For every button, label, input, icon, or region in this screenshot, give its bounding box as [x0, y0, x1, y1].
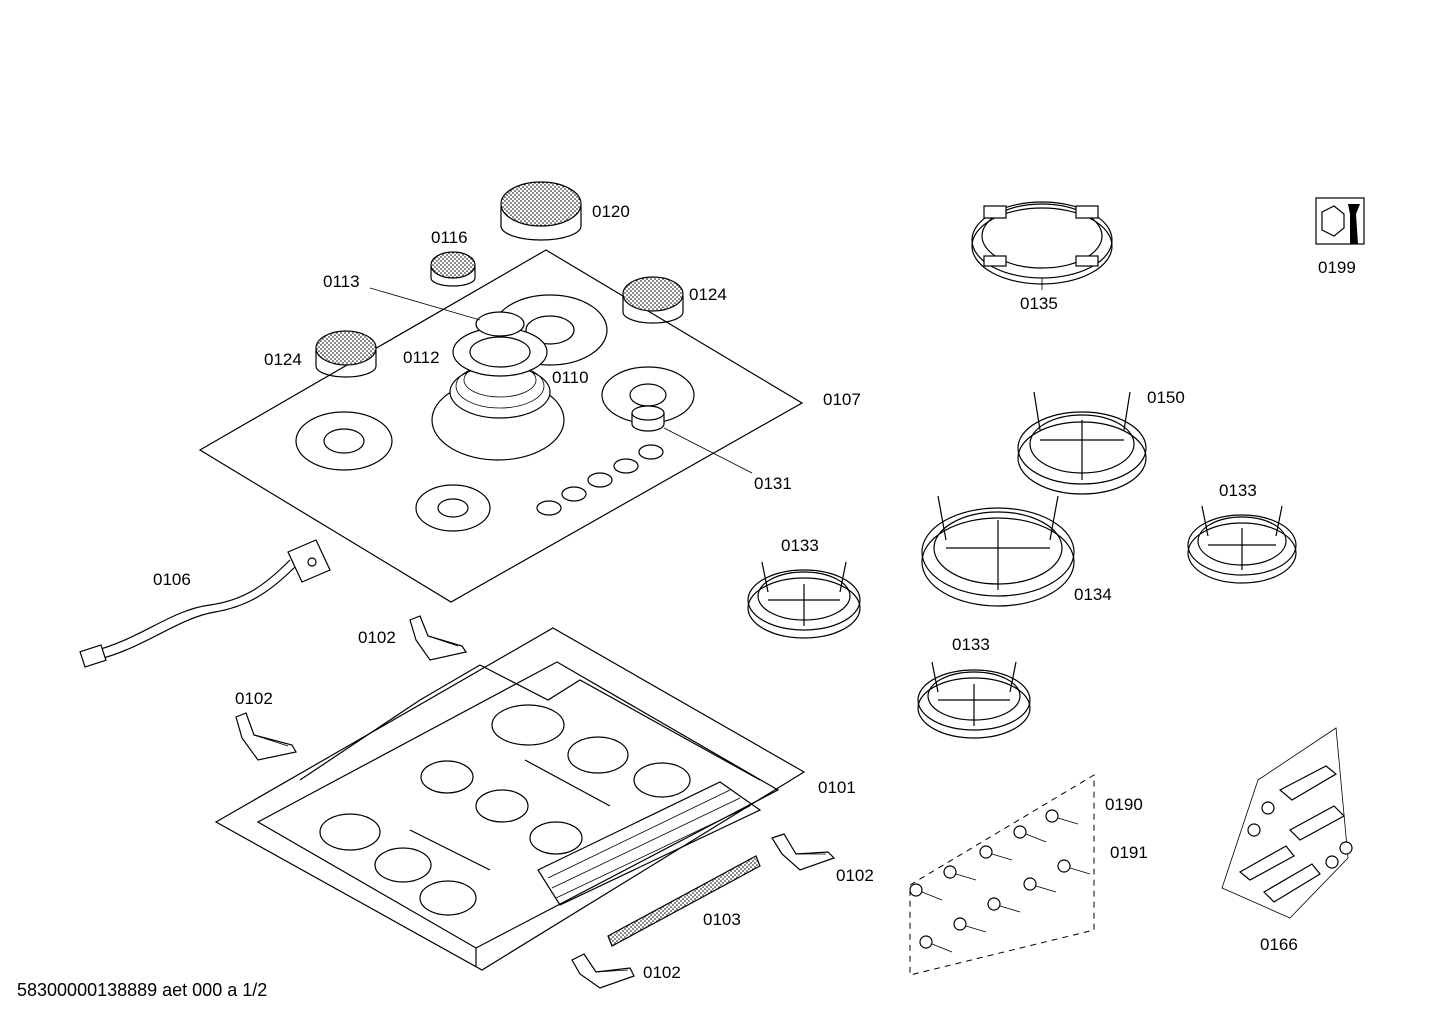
wok-ring-0135 — [971, 201, 1113, 285]
mounting-clamp-1 — [409, 615, 467, 661]
label-0120: 0120 — [592, 202, 630, 221]
label-0124-right: 0124 — [689, 285, 727, 304]
burner-cap-0124-left — [315, 330, 377, 378]
label-0107: 0107 — [823, 390, 861, 409]
screw-set — [909, 774, 1095, 976]
label-0102-1: 0102 — [358, 628, 396, 647]
label-0102-4: 0102 — [643, 963, 681, 982]
label-0199: 0199 — [1318, 258, 1356, 277]
label-0113: 0113 — [323, 272, 360, 291]
label-0166: 0166 — [1260, 935, 1298, 954]
label-0106: 0106 — [153, 570, 191, 589]
pan-support-0133-left — [747, 561, 861, 639]
label-0150: 0150 — [1147, 388, 1185, 407]
label-0102-2: 0102 — [235, 689, 273, 708]
mounting-clamp-2 — [235, 712, 297, 761]
wrench-service-icon — [1315, 197, 1365, 245]
pan-support-0150 — [1017, 391, 1147, 495]
label-0191: 0191 — [1110, 843, 1148, 862]
label-0102-3: 0102 — [836, 866, 874, 885]
label-0124-left: 0124 — [264, 350, 302, 369]
clamp-kit — [1221, 727, 1353, 919]
pan-support-0133-right — [1187, 505, 1297, 584]
pan-support-0134 — [921, 495, 1075, 607]
burner-cap-0124-right — [622, 276, 684, 324]
burner-cap-0116 — [430, 251, 476, 287]
seal-strip — [607, 855, 761, 947]
label-0134: 0134 — [1074, 585, 1112, 604]
label-0133-bottom: 0133 — [952, 635, 990, 654]
base-tray — [214, 627, 806, 971]
label-0110: 0110 — [552, 368, 589, 387]
wok-burner-assembly — [369, 287, 551, 419]
mounting-clamp-3 — [771, 833, 836, 871]
label-0190: 0190 — [1105, 795, 1143, 814]
label-0135: 0135 — [1020, 294, 1058, 313]
label-0133-right: 0133 — [1219, 481, 1257, 500]
pan-support-0133-bottom — [917, 661, 1031, 739]
label-0103: 0103 — [703, 910, 741, 929]
label-0133-left: 0133 — [781, 536, 819, 555]
drawing-id-footer: 58300000138889 aet 000 a 1/2 — [17, 980, 268, 1000]
label-0116: 0116 — [431, 228, 468, 247]
mounting-clamp-4 — [571, 953, 635, 989]
burner-cap-0120 — [500, 181, 582, 241]
label-0131: 0131 — [754, 474, 792, 493]
power-cord — [79, 539, 331, 668]
control-knob — [631, 405, 753, 474]
label-0112: 0112 — [403, 348, 440, 367]
label-0101: 0101 — [818, 778, 856, 797]
